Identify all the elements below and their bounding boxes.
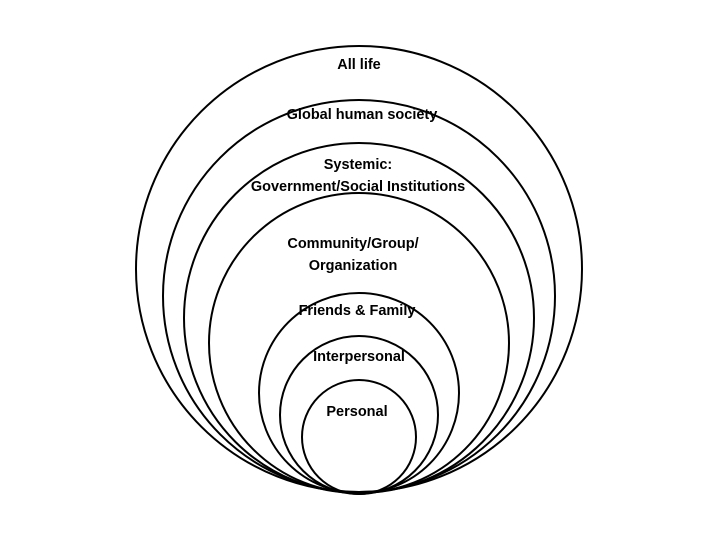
label-friends-family: Friends & Family (299, 303, 416, 319)
label-community-line-1: Community/Group/ (287, 236, 418, 252)
label-personal: Personal (326, 404, 387, 420)
label-systemic-line-1: Systemic: (324, 157, 393, 173)
label-interpersonal: Interpersonal (313, 349, 405, 365)
ring-friends-family (258, 292, 460, 494)
label-community-line-2: Organization (309, 258, 398, 274)
ring-personal (301, 379, 417, 495)
label-systemic-line-2: Government/Social Institutions (251, 179, 465, 195)
label-global-human-society: Global human society (287, 107, 438, 123)
label-all-life: All life (337, 57, 381, 73)
